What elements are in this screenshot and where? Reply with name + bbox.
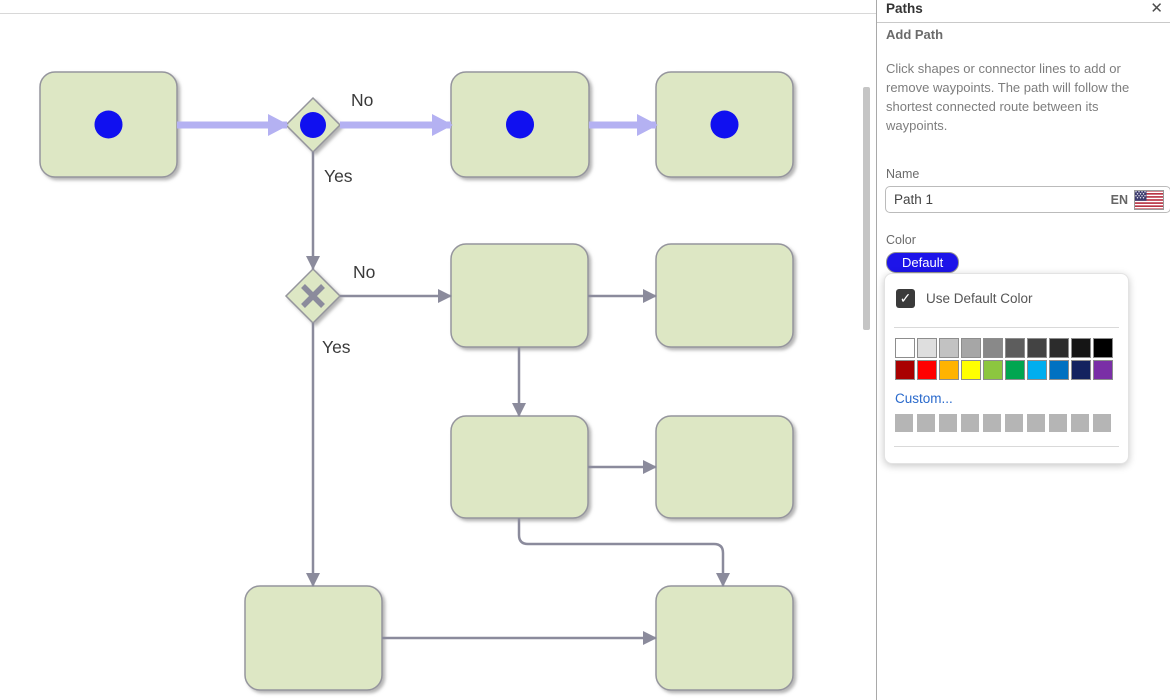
color-swatch[interactable] [1005, 360, 1025, 380]
color-swatch[interactable] [1027, 338, 1047, 358]
cross-icon [301, 284, 325, 308]
edge-label: No [353, 262, 375, 282]
color-swatch[interactable] [1005, 338, 1025, 358]
path-name-input[interactable] [892, 191, 1111, 208]
panel-title: Paths [886, 1, 923, 16]
waypoint-dot [506, 110, 534, 139]
waypoint-dot [710, 110, 739, 139]
color-swatch[interactable] [961, 338, 981, 358]
custom-color-slot[interactable] [939, 414, 957, 432]
palette-row-grays [895, 338, 1115, 358]
color-swatch[interactable] [983, 338, 1003, 358]
custom-swatch-row [895, 414, 1115, 432]
color-label: Color [886, 233, 916, 247]
color-swatch[interactable] [1071, 360, 1091, 380]
canvas-top-border [0, 13, 876, 14]
canvas-scrollbar-thumb[interactable] [863, 87, 870, 330]
header-divider [877, 22, 1170, 23]
palette-row-colors [895, 360, 1115, 380]
popup-divider [894, 327, 1119, 328]
paths-panel: Paths ✕ Add Path Click shapes or connect… [876, 0, 1170, 700]
custom-color-slot[interactable] [1049, 414, 1067, 432]
custom-color-slot[interactable] [961, 414, 979, 432]
node-box6[interactable] [450, 415, 589, 519]
color-swatch[interactable] [939, 360, 959, 380]
color-swatch[interactable] [1049, 338, 1069, 358]
us-flag-icon [1134, 189, 1164, 210]
custom-color-slot[interactable] [895, 414, 913, 432]
language-code-label: EN [1110, 192, 1128, 207]
close-icon[interactable]: ✕ [1150, 0, 1163, 17]
color-swatch[interactable] [939, 338, 959, 358]
edge-label: Yes [324, 166, 353, 186]
node-box8[interactable] [244, 585, 383, 691]
add-path-description: Click shapes or connector lines to add o… [886, 61, 1130, 133]
popup-divider [894, 446, 1119, 447]
color-swatch[interactable] [1071, 338, 1091, 358]
color-swatch[interactable] [1093, 360, 1113, 380]
custom-color-slot[interactable] [1005, 414, 1023, 432]
node-box7[interactable] [655, 415, 794, 519]
add-path-section-title: Add Path [886, 27, 944, 42]
custom-color-slot[interactable] [917, 414, 935, 432]
node-box5[interactable] [655, 243, 794, 348]
waypoint-dot [300, 112, 326, 138]
color-swatch[interactable] [895, 338, 915, 358]
custom-color-link[interactable]: Custom... [895, 391, 953, 406]
path-name-field[interactable]: EN [885, 186, 1170, 213]
color-swatch[interactable] [1093, 338, 1113, 358]
color-picker-popup: ✓ Use Default Color Custom... [884, 273, 1129, 464]
color-swatch[interactable] [895, 360, 915, 380]
edge-label: No [351, 90, 373, 110]
color-swatch[interactable] [961, 360, 981, 380]
name-label: Name [886, 167, 920, 181]
default-color-button[interactable]: Default [886, 252, 960, 273]
waypoint-dot [94, 110, 123, 139]
edge-label: Yes [322, 337, 351, 357]
custom-color-slot[interactable] [1027, 414, 1045, 432]
color-swatch[interactable] [983, 360, 1003, 380]
use-default-checkbox[interactable]: ✓ [896, 289, 915, 308]
color-swatch[interactable] [1049, 360, 1069, 380]
color-swatch[interactable] [917, 360, 937, 380]
color-swatch[interactable] [917, 338, 937, 358]
use-default-label: Use Default Color [926, 291, 1033, 306]
node-box4[interactable] [450, 243, 589, 348]
color-swatch[interactable] [1027, 360, 1047, 380]
node-box9[interactable] [655, 585, 794, 691]
custom-color-slot[interactable] [1071, 414, 1089, 432]
custom-color-slot[interactable] [983, 414, 1001, 432]
connector-line[interactable] [517, 518, 730, 587]
custom-color-slot[interactable] [1093, 414, 1111, 432]
